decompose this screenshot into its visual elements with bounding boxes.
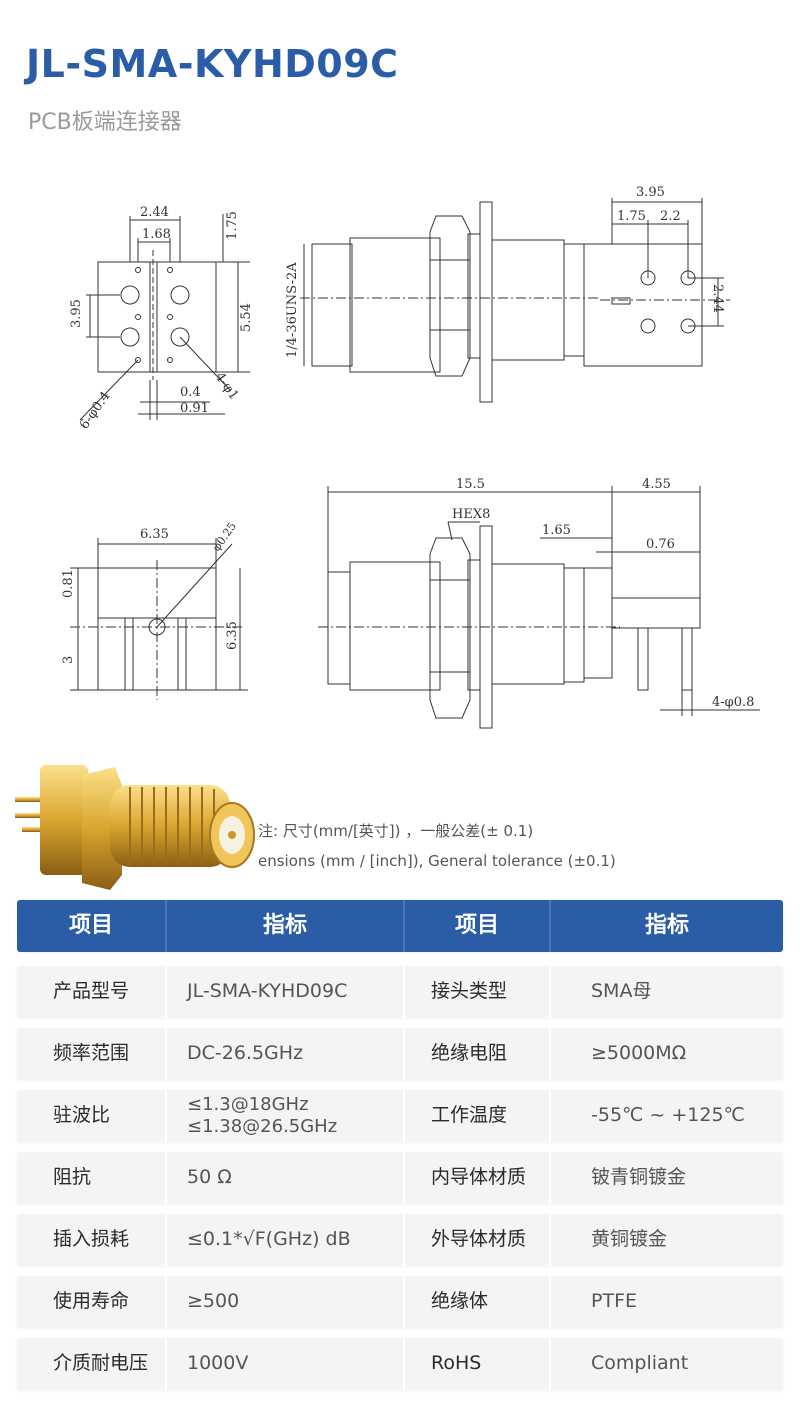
row-value: ≥500 — [167, 1276, 405, 1328]
row-key: 产品型号 — [17, 966, 167, 1018]
dim-1-65: 1.65 — [542, 523, 571, 538]
row-value: 铍青铜镀金 — [591, 1166, 687, 1189]
dim-15-5: 15.5 — [456, 477, 485, 492]
row-key: 介质耐电压 — [17, 1338, 167, 1390]
row-value: PTFE — [591, 1290, 637, 1313]
table-row: 驻波比 ≤1.3@18GHz ≤1.38@26.5GHz 工作温度 -55℃ ~… — [17, 1090, 783, 1142]
dimension-labels: 2.44 1.68 1.75 3.95 5.54 0.4 0.91 6-φ0.4… — [61, 185, 754, 710]
dim-6-35-vertical: 6.35 — [225, 621, 240, 650]
row-key: 驻波比 — [17, 1090, 167, 1142]
tolerance-note-cn: 注: 尺寸(mm/[英寸]) ，一般公差(± 0.1) — [258, 822, 534, 840]
row-value: Compliant — [591, 1352, 689, 1375]
row-key: 外导体材质 — [405, 1214, 551, 1266]
dim-3-95: 3.95 — [69, 299, 84, 328]
dim-4-55: 4.55 — [642, 477, 671, 492]
dim-4-phi-0-8: 4-φ0.8 — [712, 695, 754, 710]
row-value: -55℃ ~ +125℃ — [591, 1104, 745, 1127]
dim-0-81: 0.81 — [61, 569, 76, 598]
dim-1-68: 1.68 — [142, 227, 171, 242]
spec-table: 项目 指标 项目 指标 产品型号 JL-SMA-KYHD09C 接头类型 SMA… — [17, 900, 783, 1400]
vswr-value-1: ≤1.3@18GHz — [187, 1093, 309, 1115]
dim-0-4: 0.4 — [180, 385, 201, 400]
dim-6-35: 6.35 — [140, 527, 169, 542]
connector-end-view — [583, 198, 730, 367]
header-item-2: 项目 — [405, 900, 551, 952]
table-row: 介质耐电压 1000V RoHS Compliant — [17, 1338, 783, 1390]
row-key: RoHS — [405, 1338, 551, 1390]
header-item-1: 项目 — [17, 900, 167, 952]
dim-phi-0-25: φ0.25 — [210, 520, 239, 554]
connector-pcb-side-view — [318, 486, 760, 729]
row-value: SMA母 — [591, 980, 652, 1003]
row-value: ≤1.3@18GHz ≤1.38@26.5GHz — [167, 1090, 405, 1142]
dim-thread: 1/4-36UNS-2A — [285, 262, 300, 358]
row-value: JL-SMA-KYHD09C — [167, 966, 405, 1018]
table-row: 插入损耗 ≤0.1*√F(GHz) dB 外导体材质 黄铜镀金 — [17, 1214, 783, 1266]
dim-2-44: 2.44 — [140, 205, 169, 220]
row-value: 50 Ω — [167, 1152, 405, 1204]
connector-front-view — [70, 538, 248, 700]
tolerance-note-en: ensions (mm / [inch]), General tolerance… — [258, 852, 616, 870]
table-row: 频率范围 DC-26.5GHz 绝缘电阻 ≥5000MΩ — [17, 1028, 783, 1080]
row-key: 内导体材质 — [405, 1152, 551, 1204]
dim-1-75-right: 1.75 — [617, 209, 646, 224]
dim-hex8: HEX8 — [452, 507, 490, 522]
row-key: 插入损耗 — [17, 1214, 167, 1266]
header-spec-1: 指标 — [167, 900, 405, 952]
dim-2-44-right: 2.44 — [710, 284, 725, 313]
row-key: 绝缘电阻 — [405, 1028, 551, 1080]
footprint-top-view — [79, 214, 250, 421]
row-value: ≥5000MΩ — [591, 1042, 687, 1065]
dim-3-95-right: 3.95 — [636, 185, 665, 200]
vswr-value-2: ≤1.38@26.5GHz — [187, 1116, 338, 1137]
table-row: 产品型号 JL-SMA-KYHD09C 接头类型 SMA母 — [17, 966, 783, 1018]
table-row: 阻抗 50 Ω 内导体材质 铍青铜镀金 — [17, 1152, 783, 1204]
dim-3: 3 — [61, 656, 76, 664]
row-value: DC-26.5GHz — [167, 1028, 405, 1080]
dim-5-54: 5.54 — [239, 303, 254, 332]
dim-1-75: 1.75 — [225, 211, 240, 240]
table-row: 使用寿命 ≥500 绝缘体 PTFE — [17, 1276, 783, 1328]
dim-0-91: 0.91 — [180, 401, 209, 416]
row-value: 黄铜镀金 — [591, 1228, 668, 1251]
product-title: JL-SMA-KYHD09C — [26, 42, 399, 86]
row-key: 频率范围 — [17, 1028, 167, 1080]
row-key: 阻抗 — [17, 1152, 167, 1204]
connector-side-view — [300, 201, 600, 403]
product-subtitle: PCB板端连接器 — [28, 110, 182, 135]
dim-0-76: 0.76 — [646, 537, 675, 552]
row-value: 1000V — [167, 1338, 405, 1390]
spec-table-header: 项目 指标 项目 指标 — [17, 900, 783, 952]
row-key: 工作温度 — [405, 1090, 551, 1142]
row-value: ≤0.1*√F(GHz) dB — [167, 1214, 405, 1266]
dim-6-phi-0-4: 6-φ0.4 — [77, 389, 114, 432]
technical-drawings: 2.44 1.68 1.75 3.95 5.54 0.4 0.91 6-φ0.4… — [61, 185, 760, 729]
product-photo — [15, 765, 255, 890]
row-key: 使用寿命 — [17, 1276, 167, 1328]
row-key: 绝缘体 — [405, 1276, 551, 1328]
dim-4-phi-1: 4-φ1 — [212, 370, 242, 403]
dim-2-2: 2.2 — [660, 209, 681, 224]
header-spec-2: 指标 — [644, 913, 689, 939]
row-key: 接头类型 — [405, 966, 551, 1018]
